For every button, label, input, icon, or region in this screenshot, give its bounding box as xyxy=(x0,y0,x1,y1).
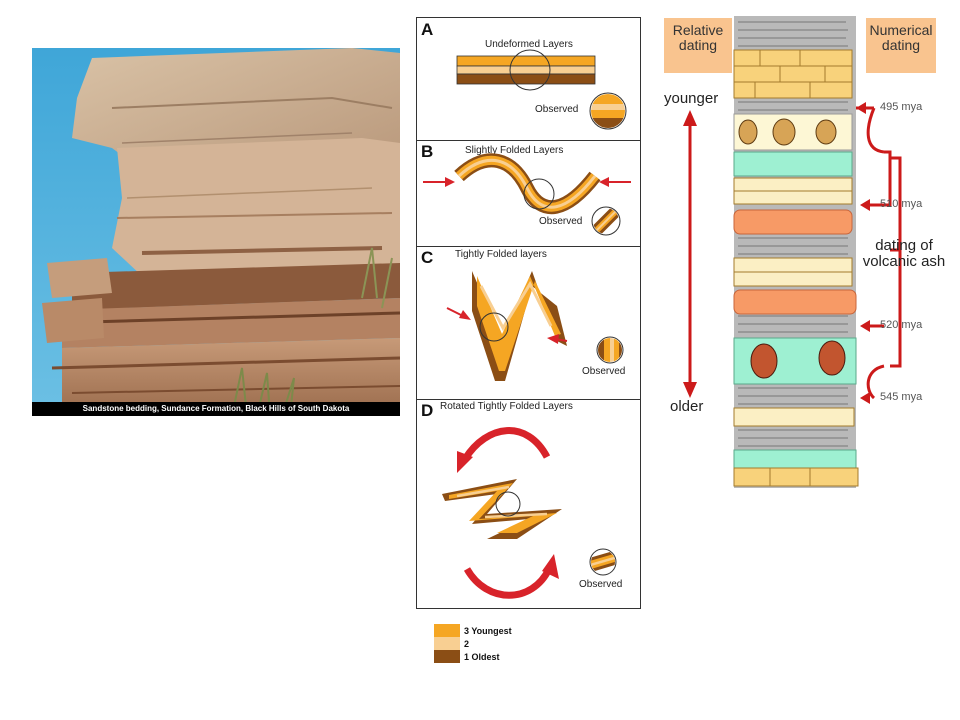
panel-d-observed-label: Observed xyxy=(579,579,623,590)
undeformed-layers-drawing xyxy=(456,49,627,130)
rock-column xyxy=(733,16,859,488)
panel-b-observed-label: Observed xyxy=(539,216,583,227)
panel-a-observed-label: Observed xyxy=(535,104,579,115)
fold-diagram-panels: A Undeformed Layers Observed B Slightly … xyxy=(416,17,641,609)
panel-d: D Rotated Tightly Folded Layers Observed xyxy=(417,399,640,608)
age-495: 495 mya xyxy=(880,101,923,113)
age-520: 520 mya xyxy=(880,319,923,331)
panel-b-letter: B xyxy=(421,142,434,161)
panel-c: C Tightly Folded layers Observed xyxy=(417,246,640,400)
legend-swatch-middle xyxy=(434,637,460,650)
column-drawing xyxy=(683,16,902,488)
legend-label-oldest: 1 Oldest xyxy=(464,651,500,662)
compress-arrow-right xyxy=(599,177,609,187)
panel-c-title: Tightly Folded layers xyxy=(455,249,547,260)
compress-arrow-right-c xyxy=(547,334,559,344)
numerical-dating-header: Numerical dating xyxy=(866,18,936,73)
panel-b: B Slightly Folded Layers Observed xyxy=(417,140,640,247)
legend-swatch-oldest xyxy=(434,650,460,663)
compress-arrow-left-c xyxy=(459,310,471,320)
relative-dating-header: Relative dating xyxy=(664,18,732,73)
rotated-folded-layers-drawing xyxy=(442,427,617,599)
layer-age-legend: 3 Youngest 2 1 Oldest xyxy=(434,624,554,668)
panel-c-observed-label: Observed xyxy=(582,366,626,377)
photo-caption: Sandstone bedding, Sundance Formation, B… xyxy=(32,402,400,416)
tightly-folded-layers-drawing xyxy=(446,271,624,381)
older-label: older xyxy=(670,398,704,415)
legend-swatch-youngest xyxy=(434,624,460,637)
panel-a-title: Undeformed Layers xyxy=(485,39,573,50)
arrow-up-icon xyxy=(683,110,697,126)
panel-d-title: Rotated Tightly Folded Layers xyxy=(440,401,573,412)
panel-c-letter: C xyxy=(421,248,434,267)
panel-a-letter: A xyxy=(421,20,434,39)
legend-label-middle: 2 xyxy=(464,638,470,649)
panel-a: A Undeformed Layers Observed xyxy=(417,18,640,141)
ash-pointer-arrows xyxy=(856,106,902,400)
panel-b-title: Slightly Folded Layers xyxy=(465,145,564,156)
age-545: 545 mya xyxy=(880,391,923,403)
sandstone-cliff-image xyxy=(32,48,401,417)
age-510: 510 mya xyxy=(880,198,923,210)
volcanic-ash-label: dating of volcanic ash xyxy=(862,237,946,270)
younger-label: younger xyxy=(664,90,719,107)
legend-item-youngest: 3 Youngest xyxy=(434,624,512,637)
slightly-folded-layers-drawing xyxy=(423,153,631,236)
panel-d-letter: D xyxy=(421,401,434,420)
rotate-arrow-top xyxy=(457,451,473,473)
arrow-down-icon xyxy=(683,382,697,398)
sandstone-photo xyxy=(32,48,401,417)
rotate-arrow-bottom xyxy=(542,554,559,579)
legend-label-youngest: 3 Youngest xyxy=(464,625,512,636)
stratigraphic-column-figure: Relative dating Numerical dating younger… xyxy=(660,10,950,490)
legend-item-oldest: 1 Oldest xyxy=(434,650,500,663)
compress-arrow-left xyxy=(445,177,455,187)
legend-item-middle: 2 xyxy=(434,637,469,650)
